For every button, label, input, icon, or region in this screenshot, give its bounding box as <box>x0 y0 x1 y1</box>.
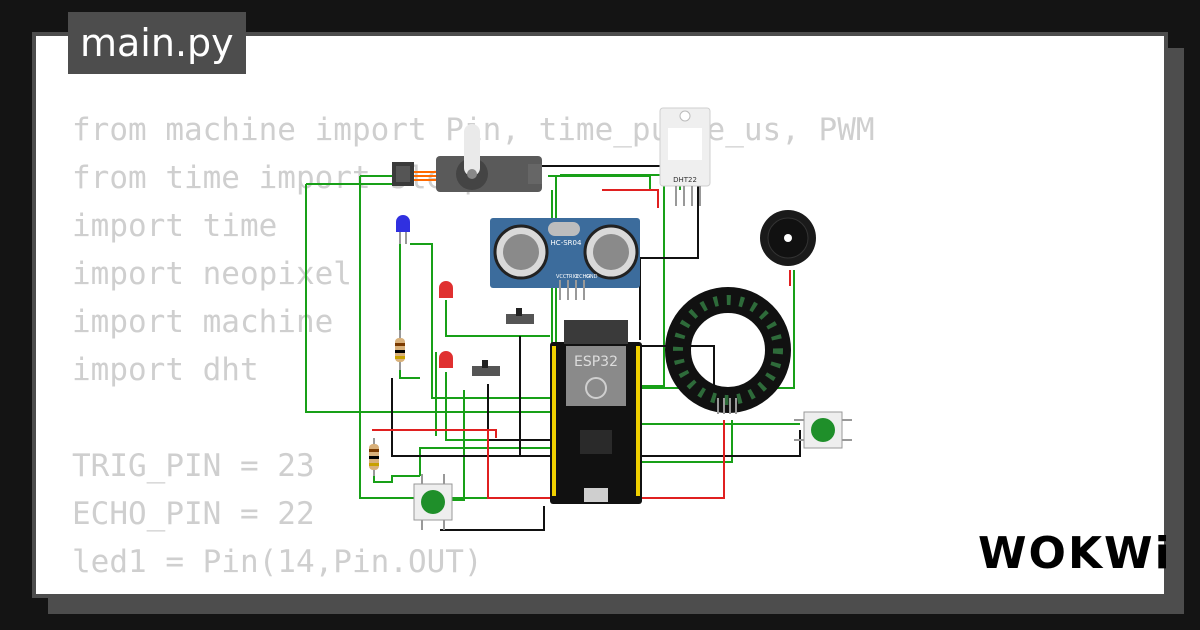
buzzer[interactable] <box>760 210 816 266</box>
esp32-board[interactable]: ESP32 <box>550 320 642 504</box>
file-tab-label: main.py <box>80 21 234 65</box>
code-line: ECHO_PIN = 22 <box>72 496 315 532</box>
ultrasonic-pin-echo: ECHO <box>576 274 590 280</box>
file-tab[interactable]: main.py <box>68 12 246 74</box>
ultrasonic-pin-trig: TRIG <box>565 274 578 280</box>
dht22-sensor[interactable]: DHT22 <box>659 107 711 206</box>
push-button-right[interactable] <box>794 411 852 449</box>
dht22-label: DHT22 <box>673 176 697 184</box>
preview-card: from machine import Pin, time_pulse_us, … <box>32 32 1168 598</box>
code-line: led1 = Pin(14,Pin.OUT) <box>72 544 483 580</box>
resistor-1 <box>395 330 405 370</box>
wokwi-logo: WOKWi <box>978 528 1172 579</box>
servo-motor[interactable] <box>392 124 542 192</box>
slide-switch-2[interactable] <box>472 360 500 376</box>
code-line: TRIG_PIN = 23 <box>72 448 315 484</box>
ultrasonic-pin-vcc: VCC <box>556 274 567 280</box>
code-line: import dht <box>72 352 259 388</box>
code-line: led2 = Pin(27,Pin.OUT) <box>72 586 875 594</box>
led-red-2[interactable] <box>439 351 453 368</box>
code-line: from machine import Pin, time_pulse_us, … <box>72 112 875 148</box>
code-line: import neopixel <box>72 256 352 292</box>
neopixel-ring[interactable] <box>665 287 791 414</box>
wokwi-logo-text: WOKWi <box>978 528 1172 579</box>
resistor-2 <box>369 438 379 476</box>
push-button-left[interactable] <box>413 474 453 530</box>
led-blue[interactable] <box>396 215 410 244</box>
code-editor: from machine import Pin, time_pulse_us, … <box>72 106 875 594</box>
ultrasonic-pin-gnd: GND <box>586 274 598 280</box>
code-line: import time <box>72 208 278 244</box>
slide-switch-1[interactable] <box>506 308 534 324</box>
code-line: import machine <box>72 304 334 340</box>
led-red-1[interactable] <box>439 281 453 298</box>
ultrasonic-sensor[interactable]: HC-SR04 VCC TRIG ECHO GND <box>490 218 640 300</box>
ultrasonic-label: HC-SR04 <box>551 239 582 247</box>
esp32-label: ESP32 <box>574 354 618 370</box>
